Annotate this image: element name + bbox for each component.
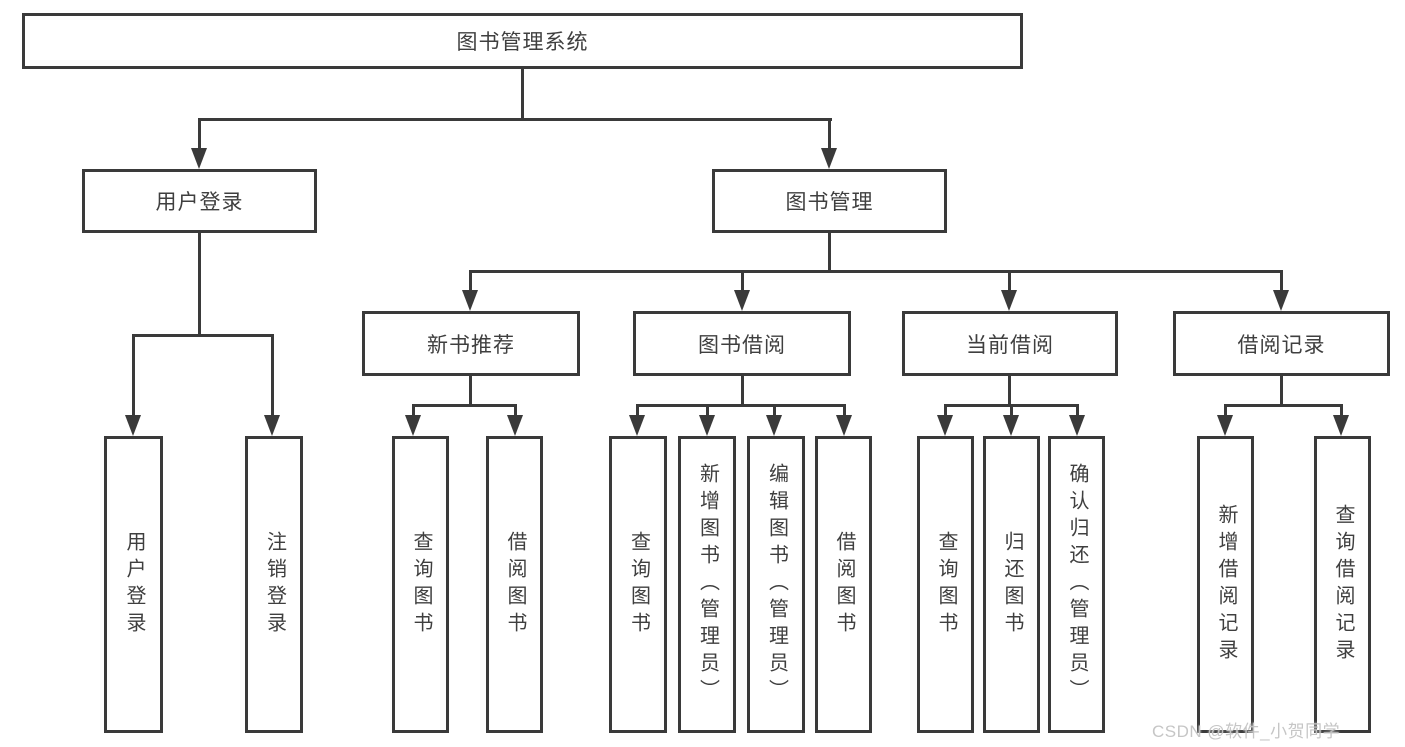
connector xyxy=(1280,376,1283,406)
leaf-recommend-query-books: 查询图书 xyxy=(392,436,449,733)
connector xyxy=(741,270,744,294)
connector xyxy=(1010,404,1013,420)
leaf-query-borrow-record-label: 查询借阅记录 xyxy=(1332,503,1354,666)
arrowhead-down-icon xyxy=(766,415,782,436)
arrowhead-down-icon xyxy=(264,415,280,436)
connector xyxy=(944,404,947,420)
leaf-add-books-admin-label: 新增图书（管理员） xyxy=(696,463,719,706)
connector xyxy=(132,334,274,337)
arrowhead-down-icon xyxy=(629,415,645,436)
node-current-borrowing: 当前借阅 xyxy=(902,311,1118,376)
connector xyxy=(132,334,135,420)
leaf-edit-books-admin-label: 编辑图书（管理员） xyxy=(765,463,788,706)
leaf-edit-books-admin: 编辑图书（管理员） xyxy=(747,436,805,733)
node-root: 图书管理系统 xyxy=(22,13,1023,69)
arrowhead-down-icon xyxy=(125,415,141,436)
node-new-book-recommend-label: 新书推荐 xyxy=(427,333,515,357)
leaf-user-login: 用户登录 xyxy=(104,436,163,733)
csdn-watermark: CSDN @软件_小贺同学 xyxy=(1152,722,1341,741)
leaf-add-borrow-record-label: 新增借阅记录 xyxy=(1215,503,1237,666)
leaf-current-query-books: 查询图书 xyxy=(917,436,974,733)
arrowhead-down-icon xyxy=(1003,415,1019,436)
connector xyxy=(636,404,846,407)
connector xyxy=(198,118,832,121)
leaf-user-login-label: 用户登录 xyxy=(123,530,145,639)
arrowhead-down-icon xyxy=(937,415,953,436)
node-borrowing-records-label: 借阅记录 xyxy=(1237,333,1326,357)
leaf-query-borrow-record: 查询借阅记录 xyxy=(1314,436,1371,733)
leaf-logout: 注销登录 xyxy=(245,436,303,733)
node-user-login: 用户登录 xyxy=(82,169,317,233)
connector xyxy=(198,233,201,336)
arrowhead-down-icon xyxy=(191,148,207,169)
arrowhead-down-icon xyxy=(462,290,478,311)
node-book-management-label: 图书管理 xyxy=(785,191,874,214)
leaf-return-books: 归还图书 xyxy=(983,436,1040,733)
connector xyxy=(636,404,639,420)
leaf-return-books-label: 归还图书 xyxy=(1001,530,1023,639)
connector xyxy=(1280,270,1283,294)
leaf-borrowing-borrow-books: 借阅图书 xyxy=(815,436,872,733)
connector xyxy=(1224,404,1343,407)
connector xyxy=(828,233,831,272)
node-book-borrowing-label: 图书借阅 xyxy=(698,333,786,357)
arrowhead-down-icon xyxy=(699,415,715,436)
connector xyxy=(469,376,472,406)
node-new-book-recommend: 新书推荐 xyxy=(362,311,580,376)
connector xyxy=(1340,404,1343,420)
leaf-add-books-admin: 新增图书（管理员） xyxy=(678,436,736,733)
arrowhead-down-icon xyxy=(1217,415,1233,436)
leaf-confirm-return-admin: 确认归还（管理员） xyxy=(1048,436,1105,733)
node-borrowing-records: 借阅记录 xyxy=(1173,311,1390,376)
leaf-borrowing-borrow-books-label: 借阅图书 xyxy=(833,530,855,639)
connector xyxy=(828,118,831,152)
connector xyxy=(469,270,472,294)
node-user-login-label: 用户登录 xyxy=(155,191,244,214)
leaf-recommend-query-books-label: 查询图书 xyxy=(410,530,432,639)
connector xyxy=(412,404,517,407)
leaf-borrowing-query-books-label: 查询图书 xyxy=(627,530,650,639)
leaf-recommend-borrow-books: 借阅图书 xyxy=(486,436,543,733)
node-book-borrowing: 图书借阅 xyxy=(633,311,851,376)
leaf-logout-label: 注销登录 xyxy=(263,530,286,639)
arrowhead-down-icon xyxy=(1273,290,1289,311)
arrowhead-down-icon xyxy=(836,415,852,436)
node-root-label: 图书管理系统 xyxy=(456,31,589,54)
leaf-confirm-return-admin-label: 确认归还（管理员） xyxy=(1066,463,1088,706)
connector xyxy=(521,69,524,120)
leaf-borrowing-query-books: 查询图书 xyxy=(609,436,667,733)
arrowhead-down-icon xyxy=(507,415,523,436)
leaf-current-query-books-label: 查询图书 xyxy=(935,530,957,639)
node-current-borrowing-label: 当前借阅 xyxy=(966,333,1054,357)
connector xyxy=(469,270,1283,273)
connector xyxy=(706,404,709,420)
arrowhead-down-icon xyxy=(1069,415,1085,436)
connector xyxy=(1008,376,1011,406)
connector xyxy=(1008,270,1011,294)
connector xyxy=(198,118,201,152)
arrowhead-down-icon xyxy=(1333,415,1349,436)
leaf-recommend-borrow-books-label: 借阅图书 xyxy=(504,530,526,639)
connector xyxy=(514,404,517,420)
connector xyxy=(843,404,846,420)
connector xyxy=(773,404,776,420)
arrowhead-down-icon xyxy=(821,148,837,169)
arrowhead-down-icon xyxy=(1001,290,1017,311)
connector xyxy=(271,334,274,420)
connector xyxy=(412,404,415,420)
connector xyxy=(1076,404,1079,420)
connector xyxy=(741,376,744,406)
node-book-management: 图书管理 xyxy=(712,169,947,233)
arrowhead-down-icon xyxy=(405,415,421,436)
leaf-add-borrow-record: 新增借阅记录 xyxy=(1197,436,1254,733)
arrowhead-down-icon xyxy=(734,290,750,311)
connector xyxy=(1224,404,1227,420)
